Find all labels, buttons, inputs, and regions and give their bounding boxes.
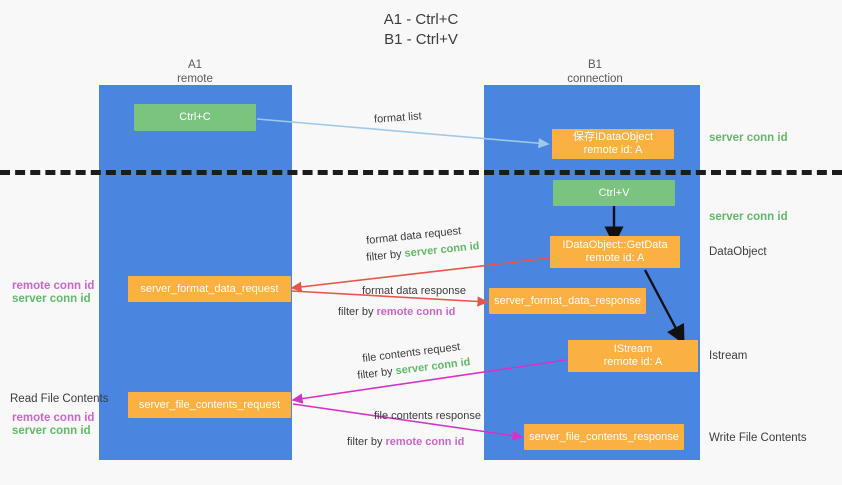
title-line-2: B1 - Ctrl+V [384, 31, 458, 48]
column-a1-sub: remote [177, 73, 213, 85]
flow-label-format-data-response-filter: filter by remote conn id [338, 304, 455, 320]
page-title: A1 - Ctrl+C B1 - Ctrl+V [0, 10, 842, 50]
left-label-remote-conn-id-bottom: remote conn id [12, 412, 95, 424]
box-server-file-contents-request[interactable]: server_file_contents_request [128, 392, 291, 418]
arrow-getdata-to-istream [643, 269, 685, 345]
filter-value-remote-conn-id: remote conn id [376, 306, 456, 318]
flow-label-file-contents-response-filter: filter by remote conn id [347, 434, 464, 450]
box-getdata-line2: remote id: A [585, 252, 645, 264]
box-ctrl-c-label: Ctrl+C [179, 111, 211, 123]
left-label-server-conn-id-bottom: server conn id [12, 425, 91, 437]
filter-prefix: filter by [347, 436, 386, 448]
box-server-file-contents-request-label: server_file_contents_request [138, 398, 281, 411]
arrow-file-contents-request [291, 359, 567, 404]
box-save-idataobject[interactable]: 保存IDataObject remote id: A [552, 129, 674, 159]
left-label-remote-conn-id-mid: remote conn id [12, 280, 95, 292]
box-save-idataobject-line2: remote id: A [583, 144, 643, 156]
right-label-server-conn-id-top: server conn id [709, 132, 788, 144]
filter-prefix: filter by [365, 247, 406, 264]
arrow-format-list [256, 118, 550, 149]
box-istream[interactable]: IStream remote id: A [568, 340, 698, 372]
column-b1-sub: connection [567, 73, 623, 85]
box-getdata-line1: IDataObject::GetData [562, 239, 668, 251]
box-ctrl-v-label: Ctrl+V [598, 186, 630, 199]
flow-label-format-data-response: format data response [362, 285, 466, 297]
title-line-1: A1 - Ctrl+C [383, 11, 459, 28]
box-ctrl-v[interactable]: Ctrl+V [553, 180, 675, 206]
left-label-read-file-contents: Read File Contents [10, 393, 109, 405]
left-label-server-conn-id-mid: server conn id [12, 293, 91, 305]
flow-label-file-contents-response: file contents response [374, 410, 482, 422]
box-istream-line1: IStream [613, 343, 653, 355]
column-a1-name: A1 [187, 59, 203, 71]
arrow-format-data-request [290, 257, 551, 292]
box-istream-line2: remote id: A [603, 356, 663, 368]
arrow-format-data-response [291, 290, 489, 307]
box-server-format-data-response[interactable]: server_format_data_response [489, 288, 646, 314]
right-label-istream: Istream [709, 350, 748, 362]
column-header-b1: B1 connection [530, 58, 660, 86]
right-label-server-conn-id-second: server conn id [709, 211, 788, 223]
box-ctrl-c[interactable]: Ctrl+C [134, 104, 256, 131]
filter-prefix: filter by [338, 306, 377, 318]
arrow-file-contents-response [292, 403, 524, 441]
column-header-a1: A1 remote [130, 58, 260, 86]
filter-prefix: filter by [356, 365, 397, 382]
box-save-idataobject-line1: 保存IDataObject [572, 131, 654, 143]
column-b1-name: B1 [587, 59, 603, 71]
filter-value-remote-conn-id: remote conn id [385, 436, 465, 448]
box-server-file-contents-response-label: server_file_contents_response [529, 430, 679, 443]
box-server-file-contents-response[interactable]: server_file_contents_response [524, 424, 684, 450]
right-label-dataobject: DataObject [709, 246, 767, 258]
box-server-format-data-request[interactable]: server_format_data_request [128, 276, 291, 302]
flow-label-format-list: format list [373, 110, 423, 126]
box-idataobject-getdata[interactable]: IDataObject::GetData remote id: A [550, 236, 680, 268]
phase-divider [0, 170, 842, 175]
box-server-format-data-response-label: server_format_data_response [494, 294, 641, 307]
right-label-write-file-contents: Write File Contents [709, 432, 807, 444]
box-server-format-data-request-label: server_format_data_request [140, 282, 279, 295]
